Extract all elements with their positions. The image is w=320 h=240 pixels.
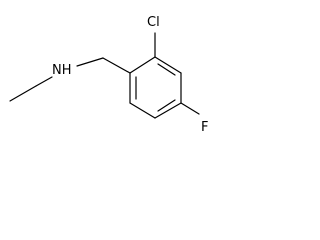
ring-double-bond-inner-1 [157, 63, 176, 76]
ring-bond-c2-c3 [154, 56, 182, 74]
bond-benzyl-ring [102, 57, 131, 74]
molecule-canvas: NH Cl F [0, 0, 218, 136]
ring-double-bond-inner-2 [157, 99, 176, 112]
bond-ethyl-nitrogen [35, 76, 53, 87]
ring-bond-c5-c6 [129, 102, 156, 119]
ring-bond-c4-c5 [154, 102, 182, 119]
ring-bond-c1-c2 [129, 56, 156, 74]
bond-methyl-ethyl [9, 85, 37, 102]
fluorine-label: F [201, 120, 208, 135]
nitrogen-label: NH [52, 63, 72, 78]
chlorine-label: Cl [147, 15, 160, 30]
bond-ring-fluorine [180, 102, 200, 115]
bond-nitrogen-benzyl [76, 57, 104, 67]
structure-drawing: NH Cl F [9, 15, 208, 135]
